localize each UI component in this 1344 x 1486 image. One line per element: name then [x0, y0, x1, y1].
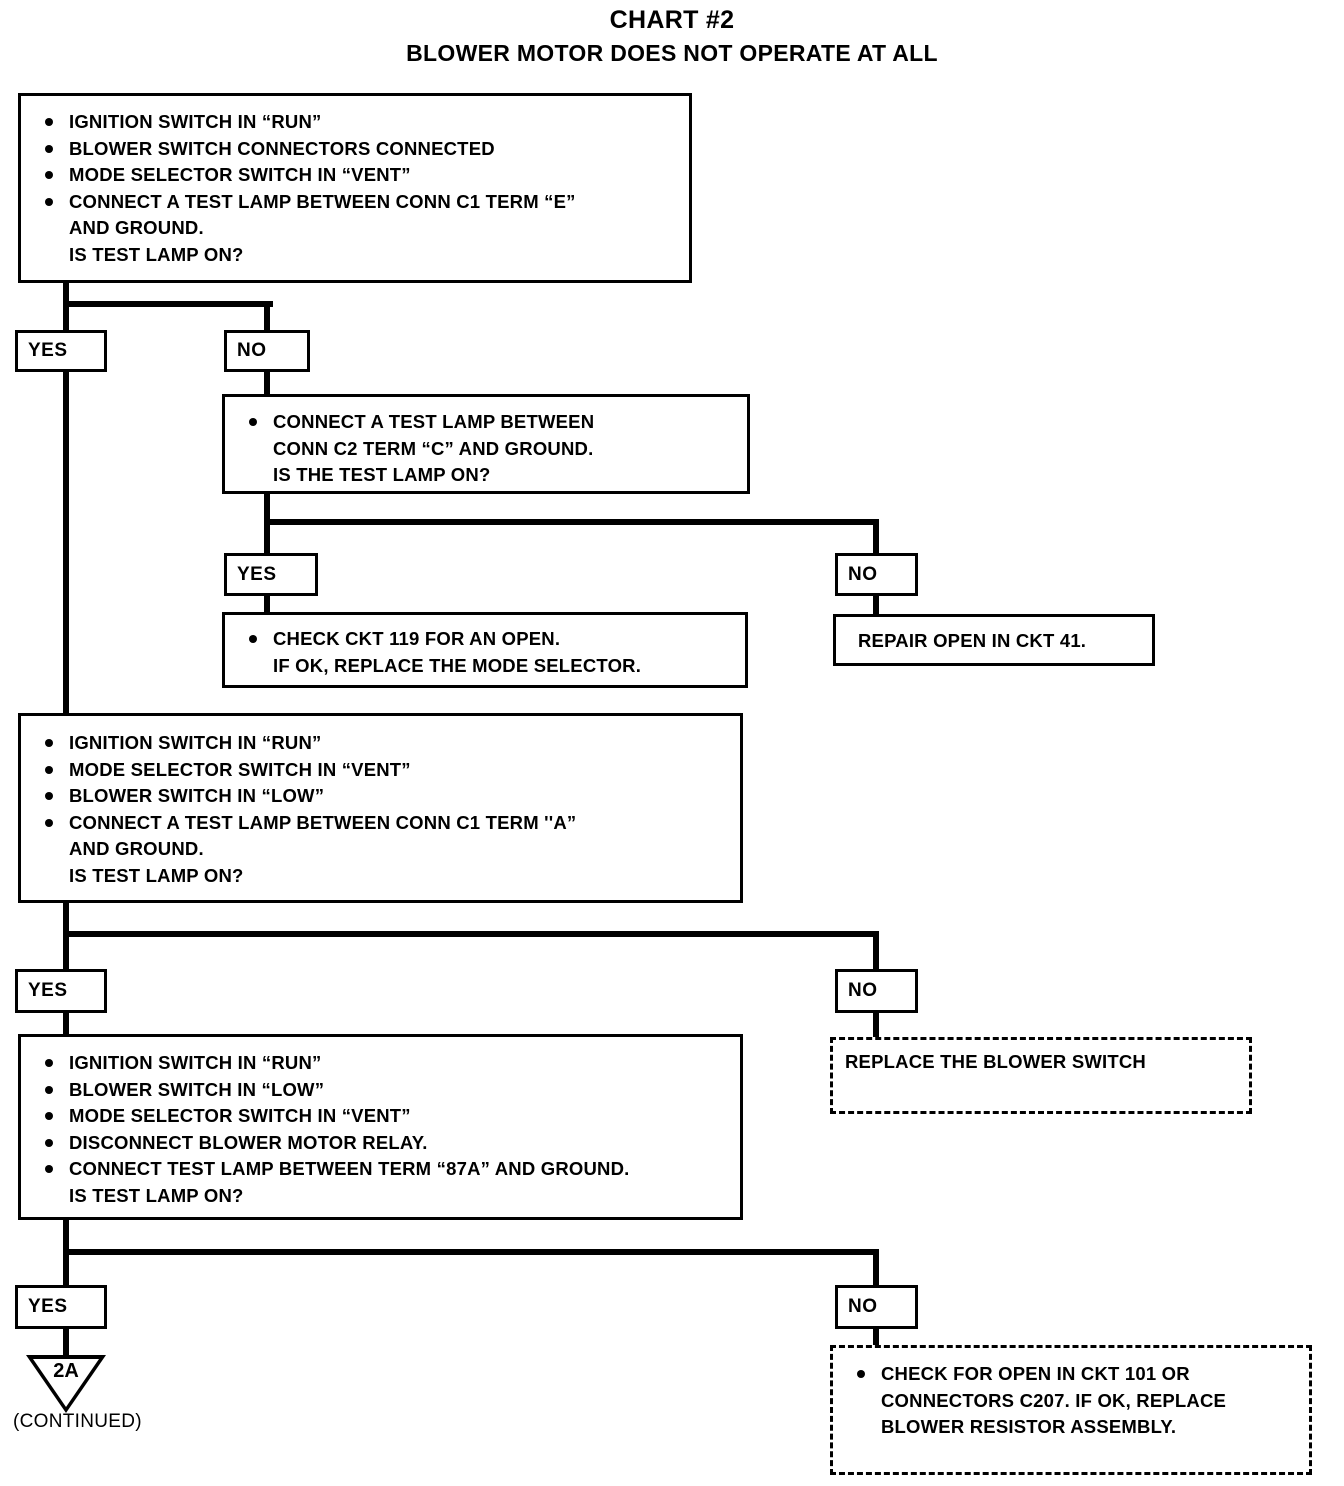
- connector-line: [63, 1327, 69, 1357]
- bullet-icon: [45, 1059, 53, 1067]
- bullet-icon: [45, 819, 53, 827]
- no-label: NO: [848, 980, 878, 1002]
- yes-label: YES: [28, 980, 68, 1002]
- bullet-icon: [45, 118, 53, 126]
- bullet-icon: [45, 198, 53, 206]
- bullet-icon: [45, 792, 53, 800]
- connector-line: [63, 1249, 879, 1255]
- decision-no-1[interactable]: NO: [224, 330, 310, 372]
- test4-bullet-4: DISCONNECT BLOWER MOTOR RELAY.: [21, 1130, 740, 1157]
- test4-bullet-2: BLOWER SWITCH IN “LOW”: [21, 1077, 740, 1104]
- decision-no-3[interactable]: NO: [835, 969, 918, 1013]
- action-box-check-ckt-119: CHECK CKT 119 FOR AN OPEN. IF OK, REPLAC…: [222, 612, 748, 688]
- decision-yes-2[interactable]: YES: [224, 553, 318, 596]
- bullet-icon: [45, 766, 53, 774]
- connector-line: [264, 519, 270, 555]
- decision-no-2[interactable]: NO: [835, 553, 918, 596]
- page-subtitle: BLOWER MOTOR DOES NOT OPERATE AT ALL: [0, 40, 1344, 67]
- test1-bullet-2: BLOWER SWITCH CONNECTORS CONNECTED: [21, 136, 689, 163]
- connector-line: [63, 301, 273, 307]
- test-box-1: IGNITION SWITCH IN “RUN” BLOWER SWITCH C…: [18, 93, 692, 283]
- decision-yes-1[interactable]: YES: [15, 330, 107, 372]
- yes-label: YES: [28, 1296, 68, 1318]
- no-label: NO: [848, 564, 878, 586]
- test2-bullet-1: CONNECT A TEST LAMP BETWEEN CONN C2 TERM…: [225, 409, 747, 489]
- connector-line: [63, 1249, 69, 1287]
- test-box-3: IGNITION SWITCH IN “RUN” MODE SELECTOR S…: [18, 713, 743, 903]
- test3-bullet-1: IGNITION SWITCH IN “RUN”: [21, 730, 740, 757]
- bullet-icon: [857, 1370, 865, 1378]
- bullet-icon: [45, 145, 53, 153]
- repair41-text: REPAIR OPEN IN CKT 41.: [836, 617, 1152, 655]
- test1-bullet-1: IGNITION SWITCH IN “RUN”: [21, 109, 689, 136]
- connector-line: [63, 931, 879, 937]
- test1-bullet-4: CONNECT A TEST LAMP BETWEEN CONN C1 TERM…: [21, 189, 689, 269]
- connector-line: [873, 931, 879, 971]
- test-box-2: CONNECT A TEST LAMP BETWEEN CONN C2 TERM…: [222, 394, 750, 494]
- check119-bullet-1: CHECK CKT 119 FOR AN OPEN. IF OK, REPLAC…: [225, 626, 745, 679]
- test4-bullet-5: CONNECT TEST LAMP BETWEEN TERM “87A” AND…: [21, 1156, 740, 1209]
- test-box-4: IGNITION SWITCH IN “RUN” BLOWER SWITCH I…: [18, 1034, 743, 1220]
- bullet-icon: [45, 1112, 53, 1120]
- bullet-icon: [45, 171, 53, 179]
- connector-line: [873, 1249, 879, 1287]
- connector-line: [63, 931, 69, 971]
- connector-line: [264, 594, 270, 614]
- bullet-icon: [45, 1165, 53, 1173]
- test3-bullet-4: CONNECT A TEST LAMP BETWEEN CONN C1 TERM…: [21, 810, 740, 890]
- connector-line: [264, 519, 879, 525]
- page-title: CHART #2: [0, 6, 1344, 35]
- yes-label: YES: [237, 564, 277, 586]
- action-box-replace-blower-switch: REPLACE THE BLOWER SWITCH: [830, 1037, 1252, 1114]
- bullet-icon: [45, 1086, 53, 1094]
- test4-bullet-1: IGNITION SWITCH IN “RUN”: [21, 1050, 740, 1077]
- no-label: NO: [237, 340, 267, 362]
- connector-line: [264, 301, 270, 331]
- replace-switch-text: REPLACE THE BLOWER SWITCH: [833, 1040, 1249, 1076]
- bullet-icon: [249, 418, 257, 426]
- yes-label: YES: [28, 340, 68, 362]
- test3-bullet-3: BLOWER SWITCH IN “LOW”: [21, 783, 740, 810]
- check101-bullet-1: CHECK FOR OPEN IN CKT 101 OR CONNECTORS …: [833, 1361, 1309, 1441]
- action-box-repair-ckt-41: REPAIR OPEN IN CKT 41.: [833, 614, 1155, 666]
- test3-bullet-2: MODE SELECTOR SWITCH IN “VENT”: [21, 757, 740, 784]
- bullet-icon: [45, 1139, 53, 1147]
- test1-bullet-3: MODE SELECTOR SWITCH IN “VENT”: [21, 162, 689, 189]
- offpage-connector-2a-label: 2A: [26, 1360, 106, 1383]
- no-label: NO: [848, 1296, 878, 1318]
- connector-line: [873, 519, 879, 555]
- continued-label: (CONTINUED): [13, 1411, 142, 1433]
- decision-yes-4[interactable]: YES: [15, 1285, 107, 1329]
- bullet-icon: [249, 635, 257, 643]
- decision-yes-3[interactable]: YES: [15, 969, 107, 1013]
- action-box-check-ckt-101: CHECK FOR OPEN IN CKT 101 OR CONNECTORS …: [830, 1345, 1312, 1475]
- test4-bullet-3: MODE SELECTOR SWITCH IN “VENT”: [21, 1103, 740, 1130]
- bullet-icon: [45, 739, 53, 747]
- connector-line: [873, 594, 879, 616]
- decision-no-4[interactable]: NO: [835, 1285, 918, 1329]
